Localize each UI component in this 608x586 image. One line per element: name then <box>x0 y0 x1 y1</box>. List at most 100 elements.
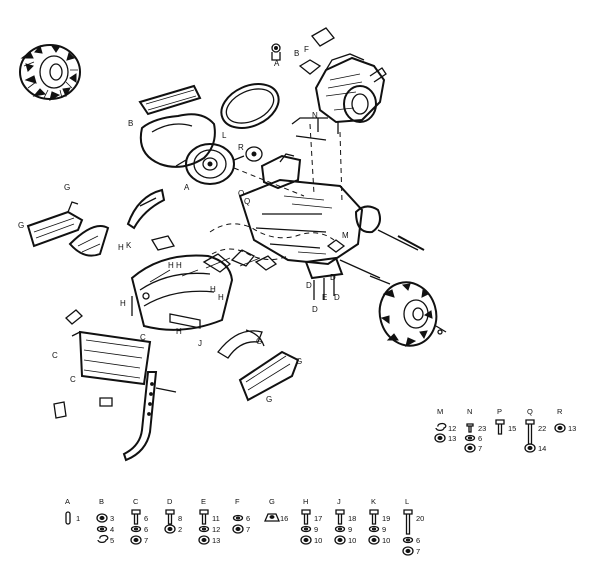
callout-e1: E <box>322 293 327 302</box>
bolt-icon <box>369 509 379 525</box>
washer-icon <box>300 525 312 533</box>
bolt-icon <box>165 509 175 525</box>
legend-group-r: R 13 <box>554 407 576 433</box>
legend-key: P <box>497 407 502 416</box>
legend-part-number: 10 <box>314 536 322 545</box>
hitch-nut <box>99 397 113 407</box>
legend-part-number: 19 <box>382 514 390 523</box>
callout-h5: H <box>218 293 224 302</box>
small-plate <box>311 27 335 47</box>
callout-r-pulley: R <box>238 143 244 152</box>
pin-icon <box>65 511 71 525</box>
legend-part-number: 8 <box>178 514 182 523</box>
nut-icon <box>524 443 536 453</box>
callout-c1: C <box>52 351 58 360</box>
legend-part-number: 10 <box>382 536 390 545</box>
legend-group-g: G16 <box>264 497 288 523</box>
nut-icon <box>402 546 414 556</box>
legend-key: L <box>405 497 409 506</box>
callout-d3: D <box>312 305 318 314</box>
bolt-icon <box>131 509 141 525</box>
engine <box>298 53 387 134</box>
nut-icon <box>368 535 380 545</box>
legend-part-number: 9 <box>314 525 318 534</box>
legend-part-number: 4 <box>110 525 114 534</box>
callout-g-left: G <box>64 183 70 192</box>
legend-group-k: K 19 9 10 <box>368 497 390 545</box>
legend-part-number: 17 <box>314 514 322 523</box>
callout-l-belt: L <box>222 131 227 140</box>
bolt-icon <box>495 419 505 435</box>
washer-icon <box>130 525 142 533</box>
legend-key: D <box>167 497 173 506</box>
legend-part-number: 20 <box>416 514 424 523</box>
callout-c3: C <box>140 333 146 342</box>
legend-part-number: 15 <box>508 424 516 433</box>
belt-guard <box>138 84 216 168</box>
callout-a-pulley: A <box>184 183 190 192</box>
small-plate-4 <box>53 401 67 419</box>
bolt-icon <box>199 509 209 525</box>
legend-part-number: 13 <box>568 424 576 433</box>
legend-key: K <box>371 497 376 506</box>
legend-group-f: F67 <box>232 497 250 534</box>
small-plate-2 <box>150 235 176 251</box>
lockwasher-icon <box>97 534 109 544</box>
left-fender-bracket <box>26 201 84 248</box>
legend-part-number: 6 <box>478 434 482 443</box>
legend-part-number: 10 <box>348 536 356 545</box>
legend-group-p: P 15 <box>495 407 516 435</box>
right-tire <box>378 281 447 347</box>
callout-d4: D <box>334 293 340 302</box>
depth-bar <box>122 371 177 462</box>
legend-part-number: 22 <box>538 424 546 433</box>
legend-key: R <box>557 407 563 416</box>
legend-key: C <box>133 497 139 506</box>
small-plate-3 <box>65 309 83 325</box>
callout-a-top: A <box>274 59 280 68</box>
nut-icon <box>434 433 446 443</box>
tine-assembly <box>202 223 335 273</box>
legend-key: F <box>235 497 240 506</box>
nut-icon <box>96 513 108 523</box>
legend-key: H <box>303 497 308 506</box>
washer-icon <box>232 514 244 522</box>
callout-g-right: G <box>296 357 302 366</box>
tine-blade <box>217 329 265 359</box>
callout-f-top: F <box>304 45 309 54</box>
callout-b-top: B <box>294 49 299 58</box>
washer-icon <box>464 434 476 442</box>
callout-d1: D <box>306 281 312 290</box>
legend-part-number: 9 <box>348 525 352 534</box>
legend-part-number: 6 <box>144 514 148 523</box>
legend-part-number: 7 <box>478 444 482 453</box>
hardware-legend-lower: A1B345C667D82E111213F67G16H17910J18910K1… <box>65 497 424 556</box>
nut-icon <box>554 423 566 433</box>
callout-m-frame: M <box>342 231 349 240</box>
callout-b-belt: B <box>128 119 133 128</box>
legend-part-number: 9 <box>382 525 386 534</box>
deflector <box>126 188 166 230</box>
washer-icon <box>368 525 380 533</box>
legend-part-number: 14 <box>538 444 546 453</box>
legend-part-number: 2 <box>178 525 182 534</box>
legend-key: J <box>337 497 341 506</box>
legend-part-number: 23 <box>478 424 486 433</box>
callout-n-tube: N <box>312 111 318 120</box>
bolt-icon <box>301 509 311 525</box>
nut-icon <box>130 535 142 545</box>
callout-h1: H <box>118 243 124 252</box>
tine-hood <box>130 254 234 331</box>
legend-group-a: A1 <box>65 497 80 525</box>
legend-key: Q <box>527 407 533 416</box>
legend-key: N <box>467 407 472 416</box>
lockwasher-icon <box>435 422 447 432</box>
callout-g-shield: G <box>256 337 262 346</box>
legend-part-number: 16 <box>280 514 288 523</box>
nut-icon <box>334 535 346 545</box>
